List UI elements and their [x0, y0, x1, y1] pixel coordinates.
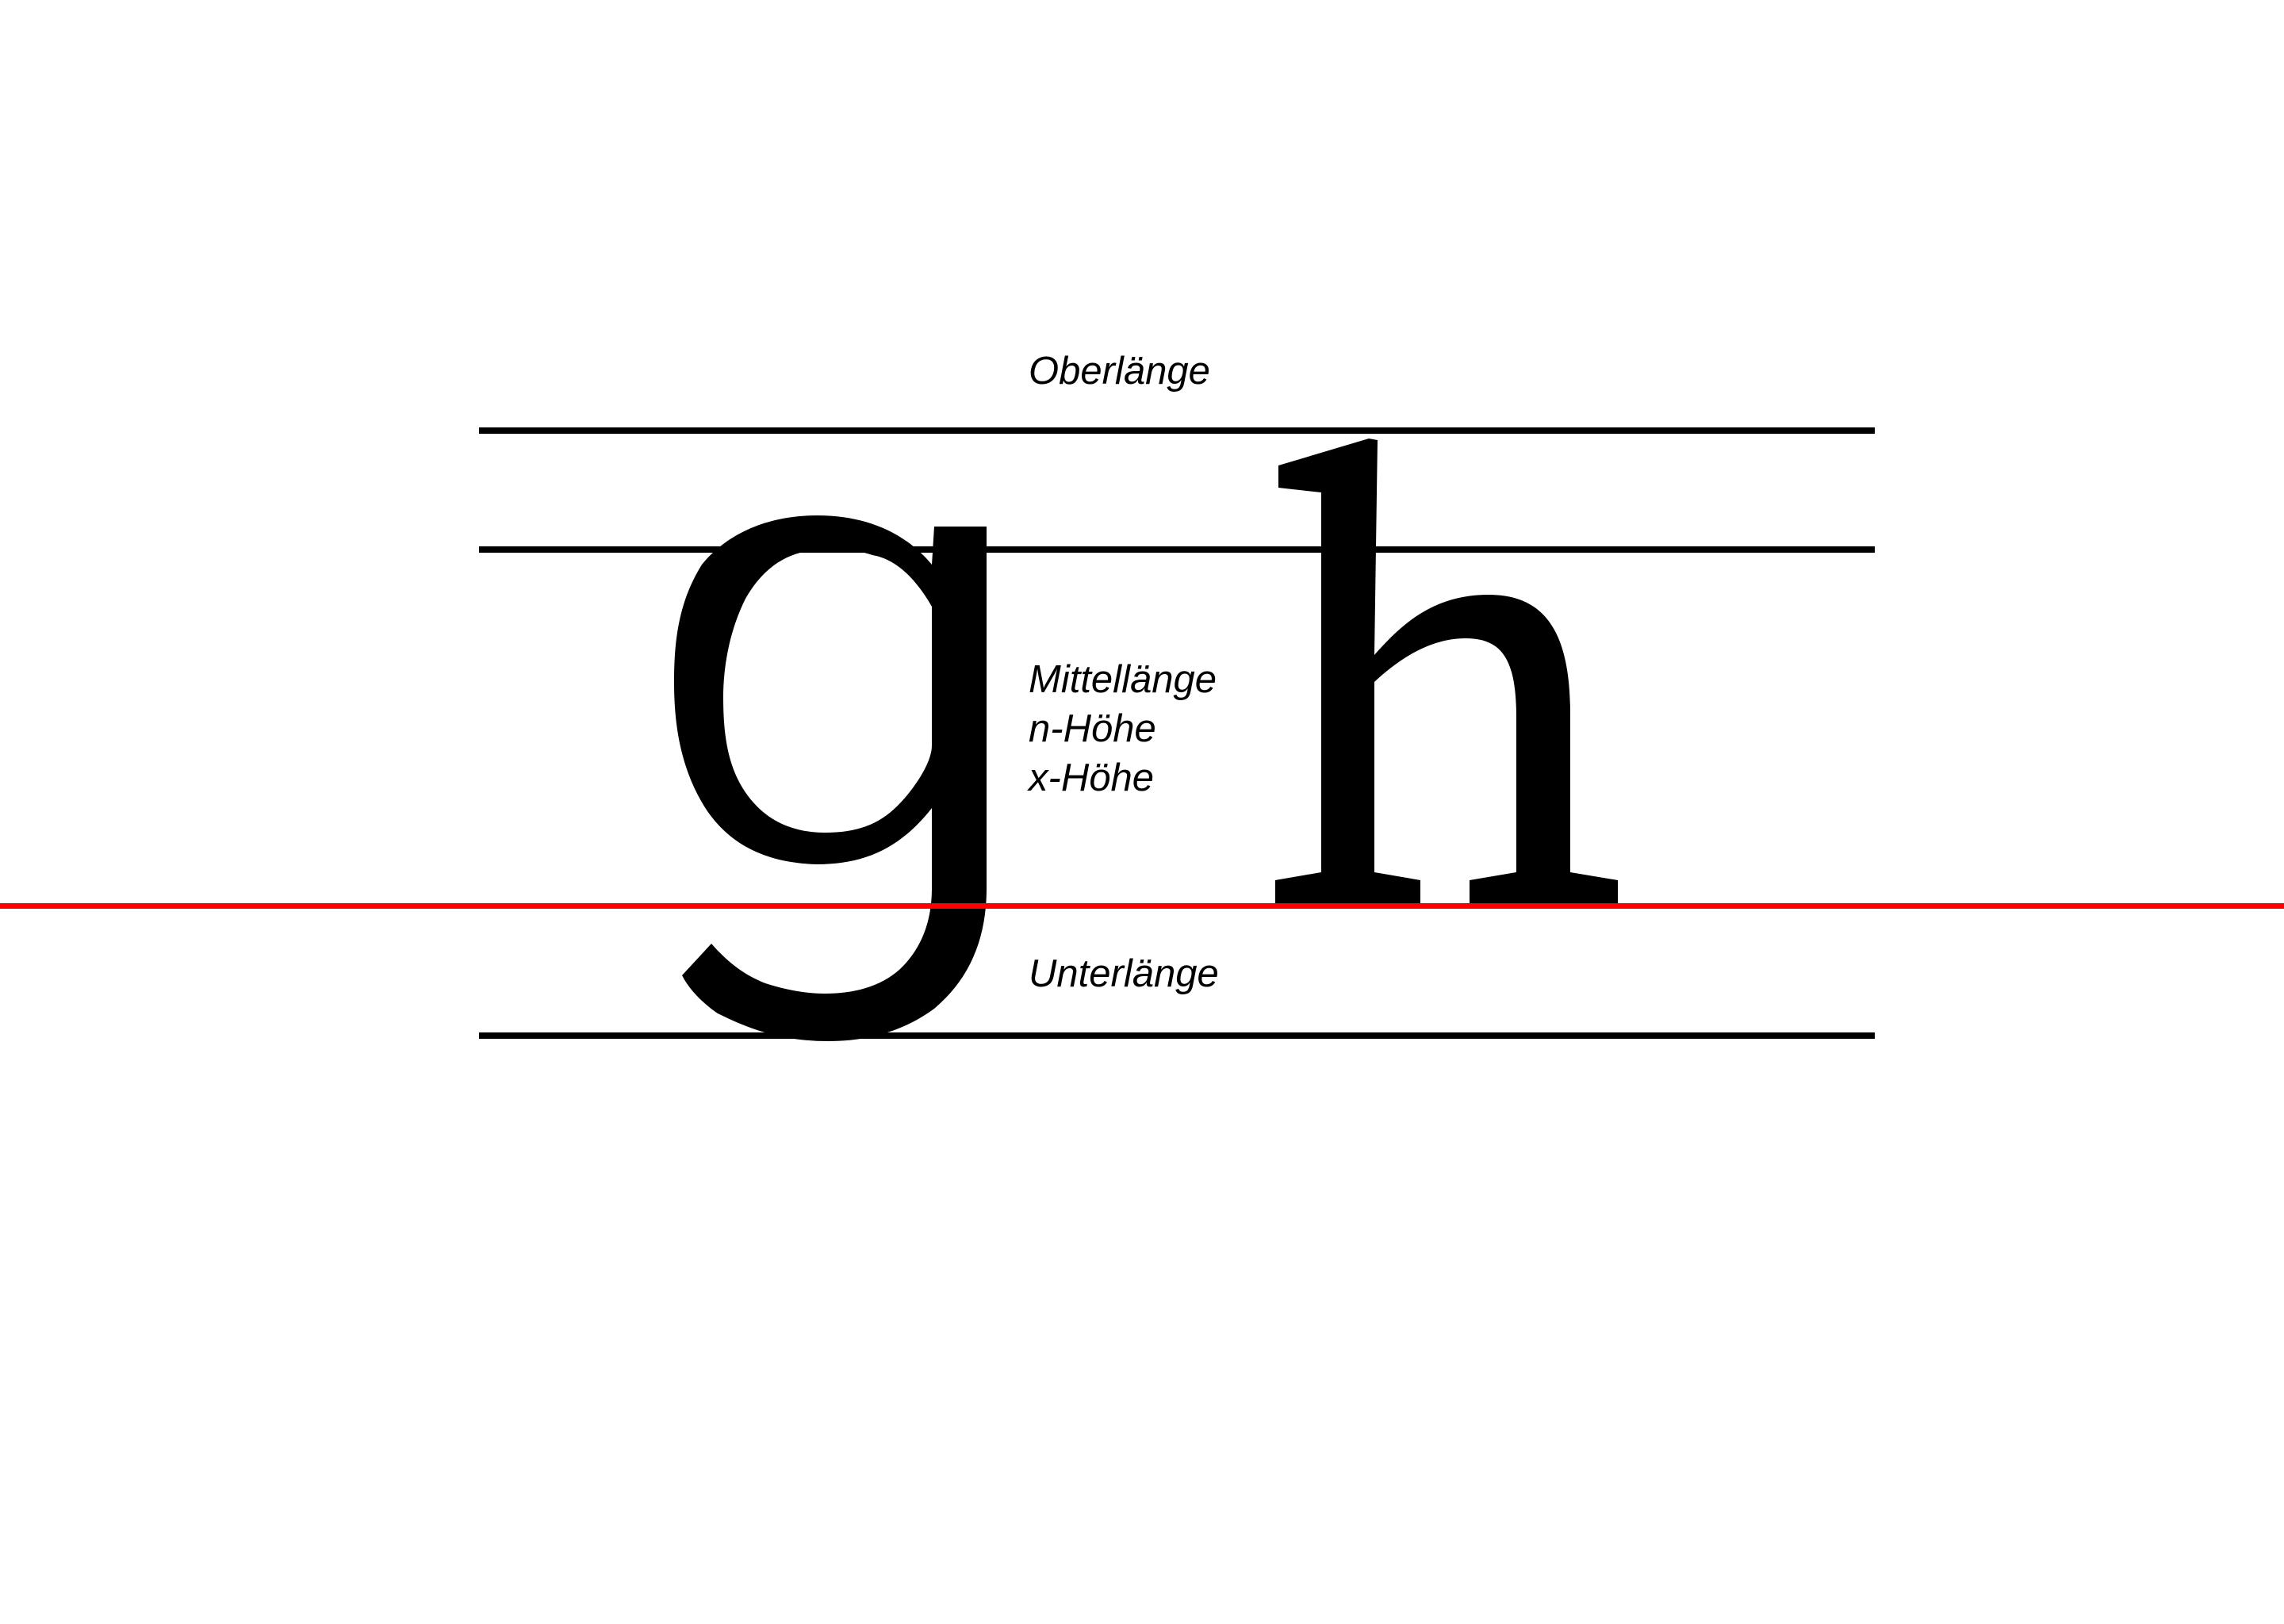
descender-label: Unterlänge: [1029, 952, 1219, 995]
x-height-line: [479, 546, 1875, 553]
descender-line: [479, 1032, 1875, 1039]
baseline: [0, 903, 2284, 909]
ascender-label: Oberlänge: [1029, 350, 1210, 393]
ascender-line: [479, 427, 1875, 434]
x-height-label-x-hoehe: x-Höhe: [1029, 756, 1154, 799]
glyph-g: [674, 515, 987, 1041]
glyph-h: [1275, 439, 1618, 905]
x-height-label-mittellaenge: Mittellänge: [1029, 658, 1217, 701]
x-height-label-n-hoehe: n-Höhe: [1029, 707, 1156, 750]
